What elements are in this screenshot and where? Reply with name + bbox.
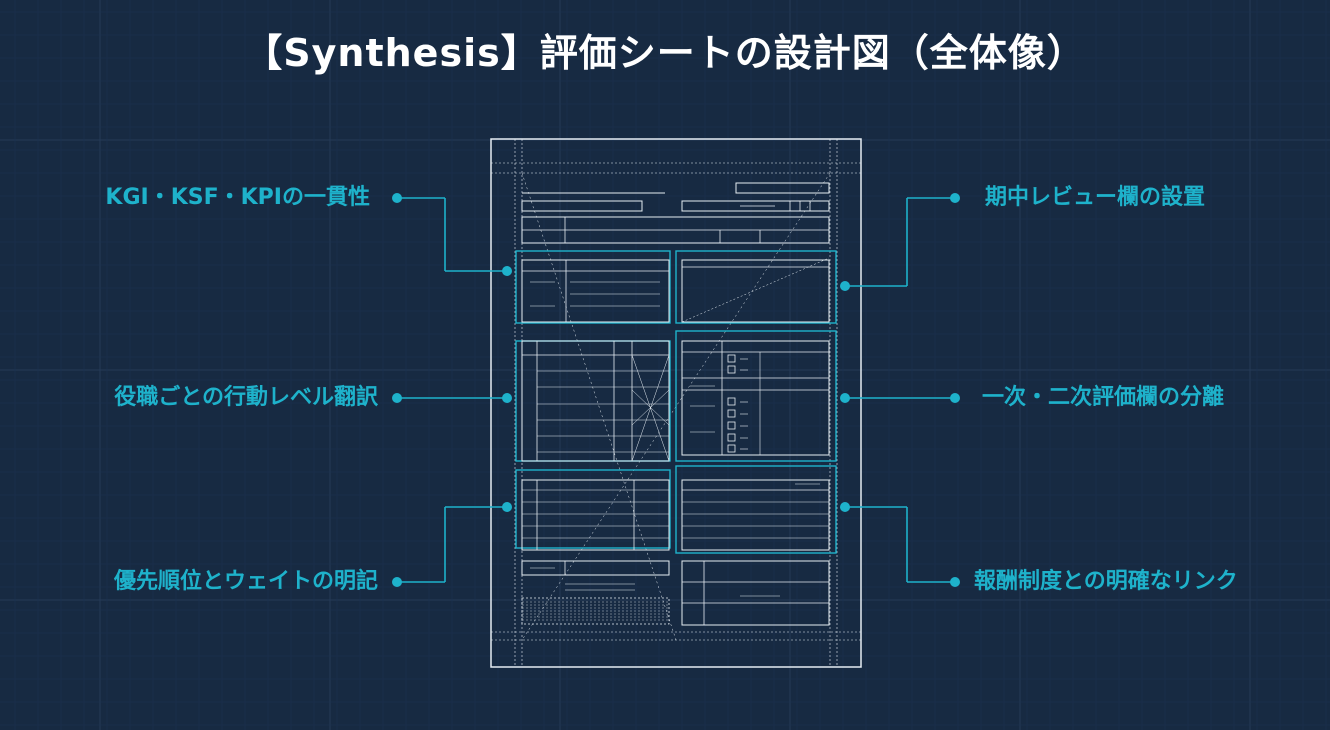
callout-right-review: 期中レビュー欄の設置 — [985, 185, 1206, 210]
connector-dot — [840, 393, 850, 403]
callout-right-evaluation: 一次・二次評価欄の分離 — [982, 385, 1225, 410]
section-evaluation-table — [681, 340, 830, 456]
section-priority-highlight — [515, 469, 671, 549]
callout-left-behavior: 役職ごとの行動レベル翻訳 — [114, 385, 378, 410]
checkbox — [727, 354, 736, 363]
header-field — [681, 200, 830, 212]
checkbox — [727, 433, 736, 442]
page-title: 【Synthesis】評価シートの設計図（全体像） — [244, 31, 1086, 75]
section-kgi-highlight — [515, 250, 671, 324]
connector-dot — [392, 393, 402, 403]
checkbox — [727, 444, 736, 453]
connector-dot — [950, 577, 960, 587]
connector-dot — [950, 193, 960, 203]
checkbox — [727, 365, 736, 374]
connector-dot — [502, 502, 512, 512]
section-compensation-table — [681, 479, 830, 551]
bottom-right-table — [681, 560, 830, 626]
section-kgi-table — [521, 259, 670, 323]
section-compensation-highlight — [675, 465, 837, 554]
connector-dot — [392, 193, 402, 203]
connector-dot — [502, 393, 512, 403]
bottom-left-header — [521, 560, 670, 576]
review-diagonal — [681, 257, 830, 323]
checkbox — [727, 421, 736, 430]
connector-dot — [840, 281, 850, 291]
connector-dot — [840, 502, 850, 512]
callout-left-kgi: KGI・KSF・KPIの一貫性 — [105, 185, 370, 210]
section-review-table — [681, 259, 830, 323]
connector-dot — [392, 577, 402, 587]
guide-diagonal — [521, 172, 831, 641]
callout-right-compensation: 報酬制度との明確なリンク — [974, 569, 1238, 594]
header-field — [735, 182, 830, 194]
connector-dot — [502, 266, 512, 276]
sheet-frame — [490, 138, 862, 668]
checkbox — [727, 409, 736, 418]
cross-line — [631, 354, 670, 462]
section-priority-table — [521, 479, 670, 551]
section-evaluation-highlight — [675, 330, 837, 462]
section-behavior-highlight — [515, 340, 671, 462]
checkbox — [727, 397, 736, 406]
connector-dot — [950, 393, 960, 403]
header-field — [521, 200, 643, 212]
callout-left-priority: 優先順位とウェイトの明記 — [113, 569, 378, 594]
section-review-highlight — [675, 250, 837, 324]
section-behavior-table — [521, 340, 670, 462]
cross-line — [631, 389, 670, 426]
